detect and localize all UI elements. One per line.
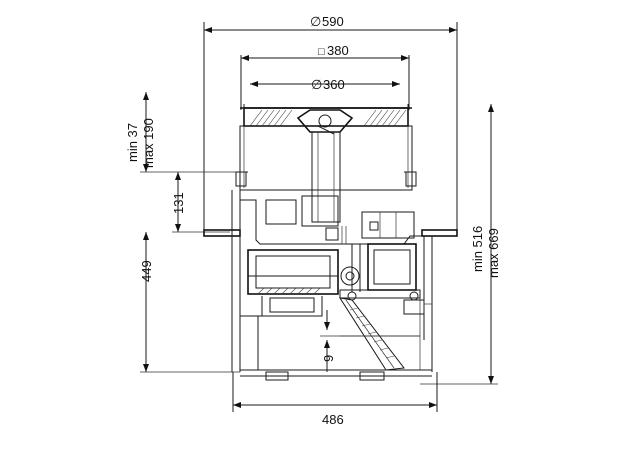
dimension-lines (140, 22, 498, 412)
dim-top-diameter: 590 (322, 14, 344, 29)
dim-square: 380 (327, 43, 349, 58)
diameter-symbol: ∅ (310, 14, 321, 29)
dim-total-height: 449 (139, 260, 154, 282)
dim-right-max: max 669 (486, 228, 501, 278)
dim-left-max: max 190 (141, 118, 156, 168)
dim-right-min: min 516 (470, 226, 485, 272)
square-symbol: □ (318, 46, 325, 58)
upper-body (235, 125, 417, 223)
diameter-symbol-inner: ∅ (311, 77, 322, 92)
dim-left-min: min 37 (125, 123, 140, 162)
dim-base-width: 486 (322, 412, 344, 427)
top-grate (240, 104, 412, 135)
dimension-labels: ∅ 590 □ 380 ∅ 360 min 37 max 190 131 449… (125, 14, 501, 427)
main-body (203, 190, 458, 381)
dim-step: 131 (171, 192, 186, 214)
dim-inner-diameter: 360 (323, 77, 345, 92)
dim-small-gap: 9 (321, 355, 336, 362)
